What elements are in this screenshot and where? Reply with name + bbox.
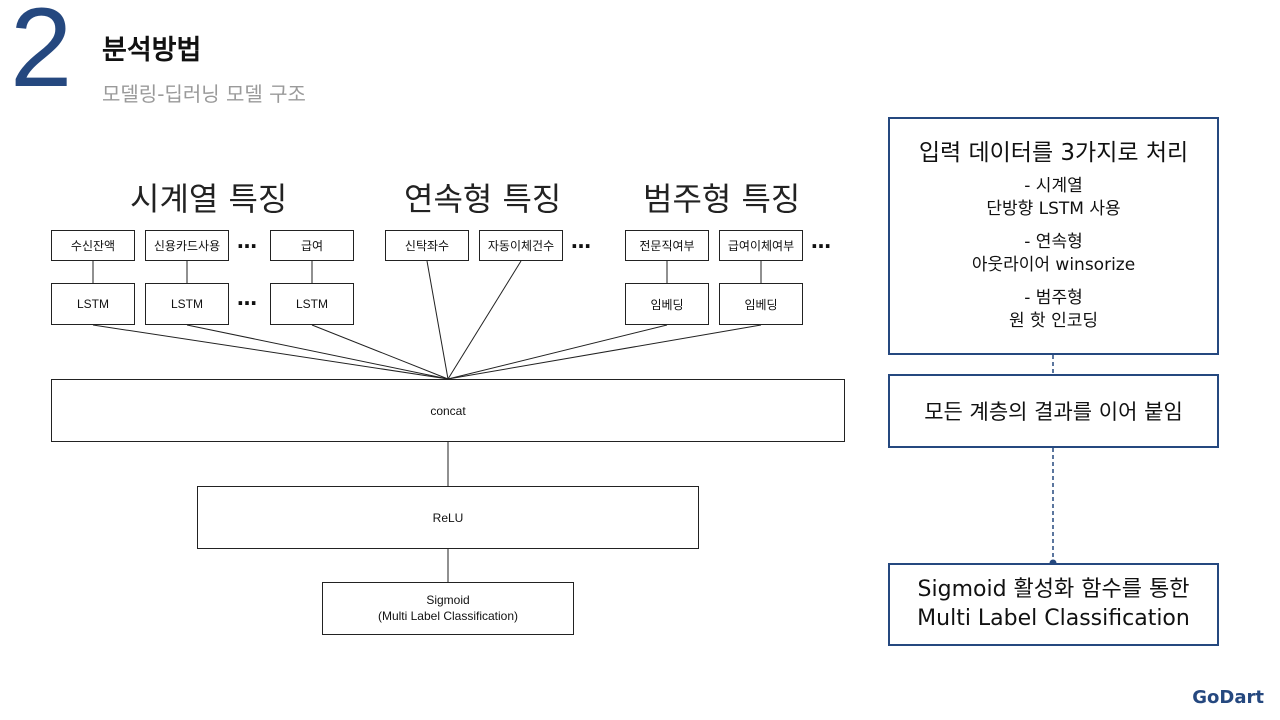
embedding-box: 임베딩 xyxy=(719,283,803,325)
ellipsis: … xyxy=(237,286,258,310)
page-title: 분석방법 xyxy=(102,35,202,66)
group-title-timeseries: 시계열 특징 xyxy=(130,180,288,218)
continuous-item-detail: 아웃라이어 winsorize xyxy=(971,254,1136,275)
output-note-line1: Sigmoid 활성화 함수를 통한 xyxy=(917,576,1190,602)
feature-box: 급여이체여부 xyxy=(719,230,803,261)
timeseries-item-detail: 단방향 LSTM 사용 xyxy=(986,198,1121,219)
brand-logo-text: GoDart xyxy=(1192,687,1264,708)
concat-layer: concat xyxy=(51,379,845,442)
sigmoid-layer: Sigmoid (Multi Label Classification) xyxy=(322,582,574,635)
feature-box: 전문직여부 xyxy=(625,230,709,261)
group-title-categorical: 범주형 특징 xyxy=(643,180,801,218)
lstm-box: LSTM xyxy=(51,283,135,325)
embedding-box: 임베딩 xyxy=(625,283,709,325)
feature-box: 수신잔액 xyxy=(51,230,135,261)
output-note-panel: Sigmoid 활성화 함수를 통한 Multi Label Classific… xyxy=(888,563,1219,646)
categorical-item-head: - 범주형 xyxy=(1024,287,1083,308)
ellipsis: … xyxy=(571,229,592,253)
sigmoid-label: Sigmoid xyxy=(426,592,470,607)
concat-note-text: 모든 계층의 결과를 이어 붙임 xyxy=(924,400,1183,424)
feature-box: 신탁좌수 xyxy=(385,230,469,261)
sigmoid-sublabel: (Multi Label Classification) xyxy=(377,608,519,623)
relu-layer: ReLU xyxy=(197,486,699,549)
timeseries-item-head: - 시계열 xyxy=(1024,176,1083,196)
feature-box: 급여 xyxy=(270,230,354,261)
categorical-item-detail: 원 핫 인코딩 xyxy=(1008,310,1098,331)
page-subtitle: 모델링-딥러닝 모델 구조 xyxy=(102,82,306,106)
group-title-continuous: 연속형 특징 xyxy=(404,180,562,218)
lstm-box: LSTM xyxy=(145,283,229,325)
concat-note-panel: 모든 계층의 결과를 이어 붙임 xyxy=(888,374,1219,448)
input-panel-title: 입력 데이터를 3가지로 처리 xyxy=(918,140,1189,166)
output-note-line2: Multi Label Classification xyxy=(917,605,1190,631)
lstm-box: LSTM xyxy=(270,283,354,325)
feature-box: 신용카드사용 xyxy=(145,230,229,261)
section-number: 2 xyxy=(10,0,73,110)
feature-box: 자동이체건수 xyxy=(479,230,563,261)
continuous-item-head: - 연속형 xyxy=(1024,231,1083,252)
ellipsis: … xyxy=(811,229,832,253)
input-processing-panel: 입력 데이터를 3가지로 처리 - 시계열 단방향 LSTM 사용 - 연속형 … xyxy=(888,117,1219,355)
ellipsis: … xyxy=(237,229,258,253)
